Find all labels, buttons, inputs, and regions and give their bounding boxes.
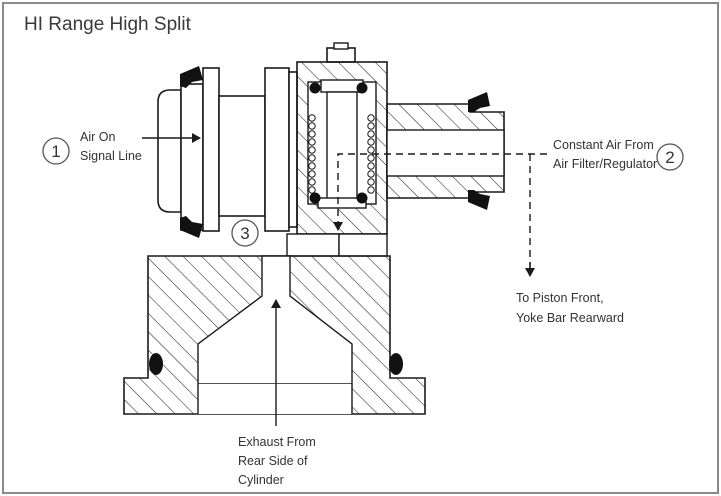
svg-text:Air Filter/Regulator: Air Filter/Regulator [553,157,657,171]
svg-text:Constant Air From: Constant Air From [553,138,654,152]
svg-text:1: 1 [51,142,60,161]
svg-text:2: 2 [665,148,674,167]
callout-one: 1 [42,137,70,165]
left-seals [180,66,203,238]
svg-text:Cylinder: Cylinder [238,473,284,487]
svg-text:To Piston Front,: To Piston Front, [516,291,604,305]
svg-text:Rear Side of: Rear Side of [238,454,308,468]
spring-housing [286,42,388,257]
svg-text:Yoke Bar Rearward: Yoke Bar Rearward [516,311,624,325]
svg-text:Exhaust From: Exhaust From [238,435,316,449]
piston-front-label: To Piston Front, Yoke Bar Rearward [516,291,624,325]
constant-air-path [337,153,547,228]
lower-seal-icon [180,216,203,238]
callout-two: 2 [656,143,684,171]
signal-piston-assembly [157,67,298,232]
upper-seal-icon [180,66,203,88]
svg-text:Signal Line: Signal Line [80,149,142,163]
flow-indicators [142,133,547,426]
constant-air-label: Constant Air From Air Filter/Regulator [553,138,657,171]
svg-text:3: 3 [240,224,249,243]
exhaust-label: Exhaust From Rear Side of Cylinder [238,435,316,487]
svg-text:Air On: Air On [80,130,115,144]
diagram-title: HI Range High Split [24,14,192,35]
callout-three: 3 [231,219,259,247]
constant-air-port [386,92,505,210]
exhaust-body [123,255,426,415]
air-on-label: Air On Signal Line [80,130,142,163]
